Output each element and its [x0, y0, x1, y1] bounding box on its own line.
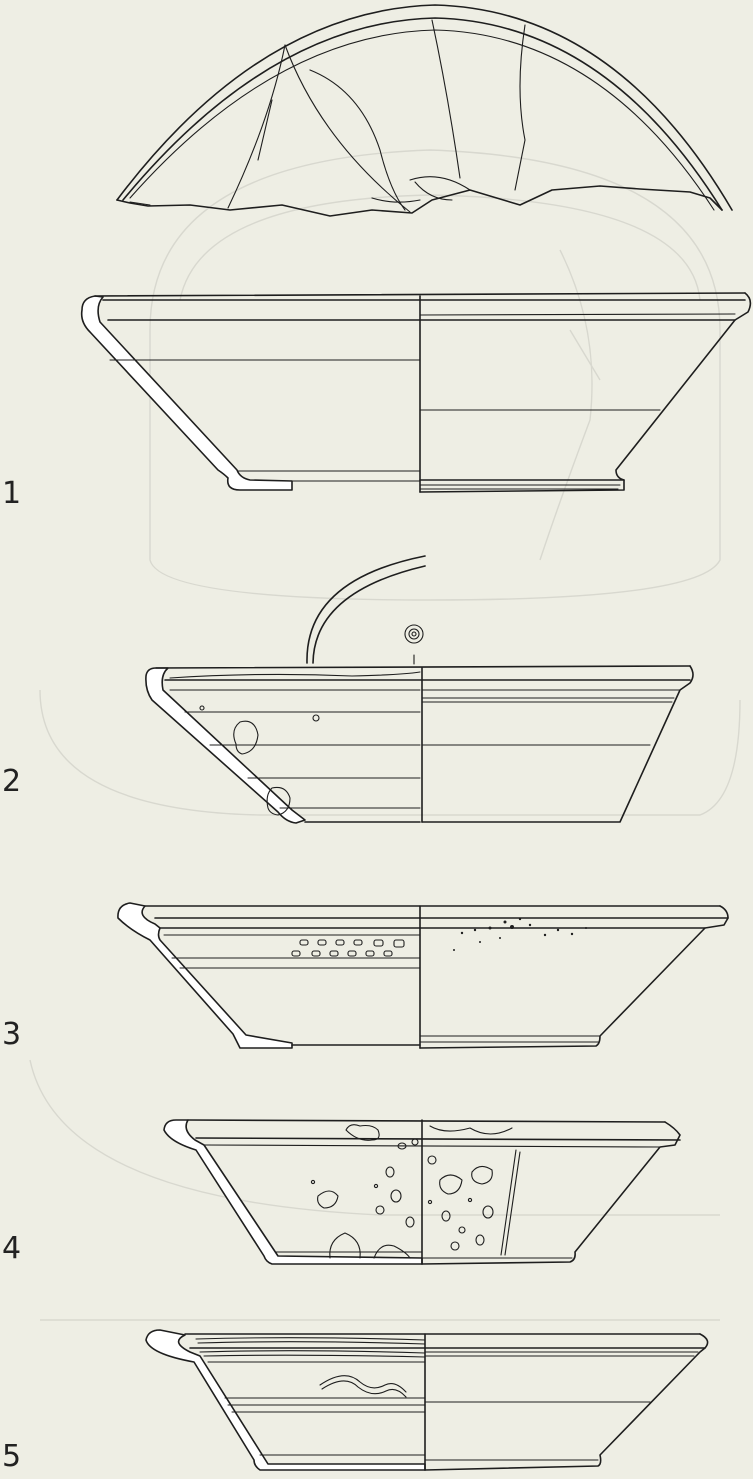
vessel-4-profile: [163, 1119, 681, 1265]
vessel-3-surface-speckles: [453, 917, 587, 951]
reverse-side-ghost-linework: [29, 149, 741, 1321]
vessel-3-rouletted-decoration: [291, 939, 405, 957]
figure-label-4: 4: [2, 1231, 22, 1266]
figure-label-1: 1: [2, 476, 22, 511]
vessel-2-base-plan: [306, 555, 426, 665]
figure-label-3: 3: [2, 1017, 22, 1052]
vessel-5-profile: [145, 1329, 709, 1471]
vessel-1-profile: [80, 292, 752, 493]
vessel-3-profile: [117, 902, 729, 1049]
vessel-1-plan-view: [116, 4, 733, 217]
figure-label-2: 2: [2, 764, 22, 799]
figure-label-5: 5: [2, 1439, 22, 1474]
vessel-2-profile: [145, 665, 694, 824]
